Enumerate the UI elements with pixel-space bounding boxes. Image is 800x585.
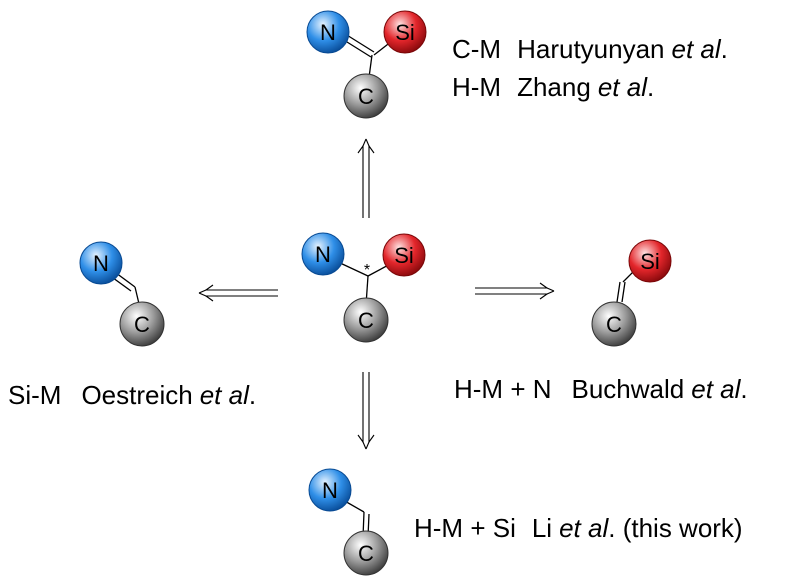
nitrogen-label: N	[93, 251, 109, 276]
nitrogen-atom	[306, 10, 350, 54]
bond-c-c-double-a	[616, 281, 621, 303]
carbon-atom	[343, 297, 389, 343]
retro-arrow-left	[198, 284, 278, 302]
left-molecule: N C	[79, 241, 165, 347]
carbon-atom	[343, 530, 389, 576]
center-molecule: N Si C *	[301, 232, 426, 343]
silicon-atom	[382, 233, 426, 277]
bond-c-c-double-b	[621, 281, 626, 303]
carbon-label: C	[606, 312, 622, 337]
carbon-label: C	[358, 541, 374, 566]
bond-n-c	[337, 261, 369, 277]
nitrogen-atom	[79, 241, 123, 285]
bottom-molecule: N C	[308, 468, 389, 576]
silicon-atom	[628, 239, 672, 283]
carbon-label: C	[358, 308, 374, 333]
nitrogen-label: N	[322, 478, 338, 503]
nitrogen-atom	[308, 468, 352, 512]
stereocenter-mark: *	[364, 262, 370, 279]
carbon-atom	[119, 301, 165, 347]
nitrogen-label: N	[320, 20, 336, 45]
carbon-label: C	[134, 312, 150, 337]
carbon-label: C	[358, 84, 374, 109]
carbon-atom	[591, 301, 637, 347]
silicon-label: Si	[395, 20, 415, 45]
retro-arrow-down	[357, 372, 375, 450]
retro-arrow-up	[357, 138, 375, 218]
top-molecule: N Si C	[306, 10, 427, 119]
retro-arrow-right	[475, 282, 555, 300]
silicon-atom	[383, 10, 427, 54]
nitrogen-label: N	[315, 242, 331, 267]
right-molecule: Si C	[591, 239, 672, 347]
nitrogen-atom	[301, 232, 345, 276]
silicon-label: Si	[640, 249, 660, 274]
silicon-label: Si	[394, 243, 414, 268]
carbon-atom	[343, 73, 389, 119]
